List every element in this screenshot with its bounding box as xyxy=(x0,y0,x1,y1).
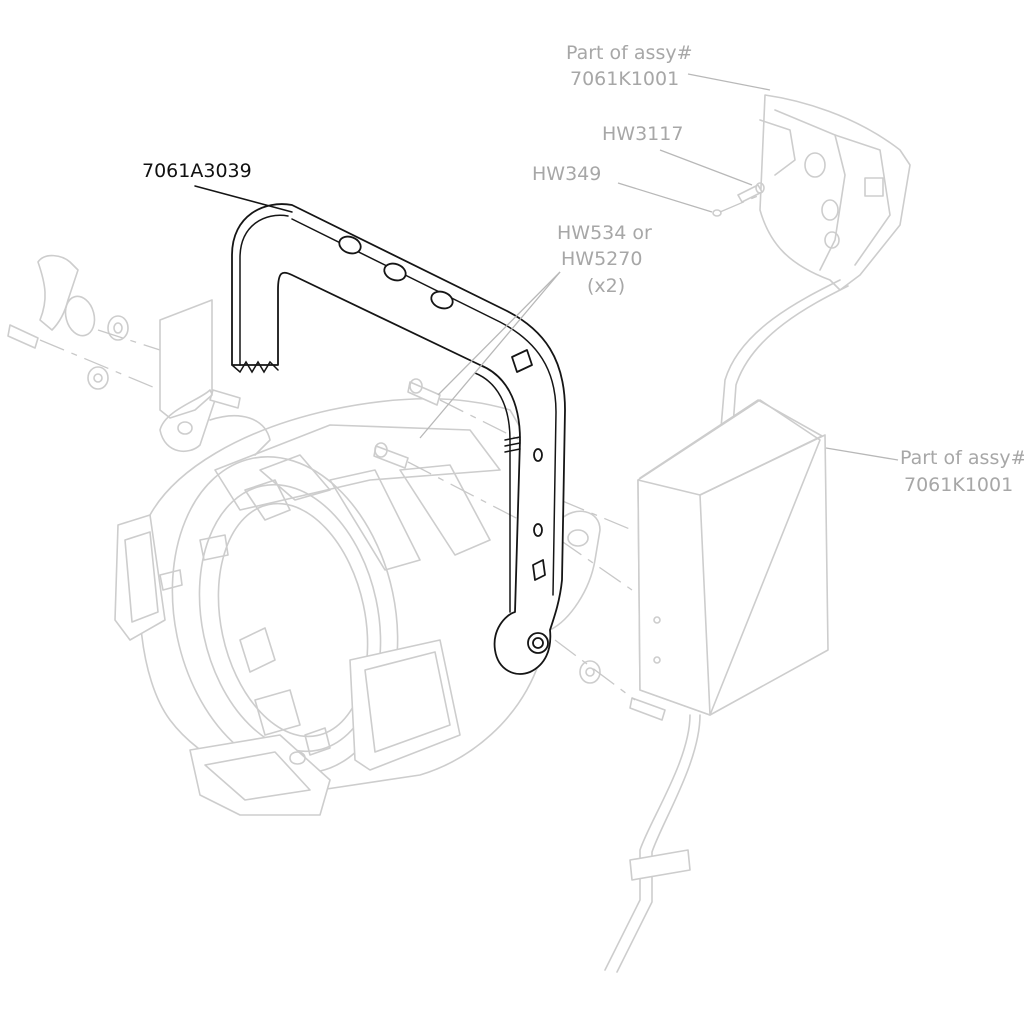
yoke-bolts xyxy=(373,378,521,521)
callout-ignitor-line-1: Part of assy# xyxy=(566,42,693,64)
callout-hw534: HW534 or HW5270 (x2) xyxy=(419,222,652,439)
callout-hw3117: HW3117 xyxy=(602,123,753,186)
callout-hw3117-text: HW3117 xyxy=(602,123,683,145)
callout-ballast-line-1: Part of assy# xyxy=(900,447,1024,469)
yoke-part-7061A3039 xyxy=(231,203,566,675)
callout-hw349: HW349 xyxy=(532,163,713,213)
callout-hw349-text: HW349 xyxy=(532,163,601,185)
callout-hw534-line-1: HW534 or xyxy=(557,222,652,244)
fixture-body xyxy=(114,389,601,816)
main-part-number: 7061A3039 xyxy=(142,160,252,182)
callout-ignitor-assy: Part of assy# 7061K1001 xyxy=(566,42,771,91)
callout-hw534-line-2: HW5270 xyxy=(561,248,642,270)
knob-hardware xyxy=(7,254,241,419)
ignitor-assembly xyxy=(719,94,911,441)
ballast-box xyxy=(554,399,829,973)
callout-main-part: 7061A3039 xyxy=(142,160,293,213)
small-screw-hardware xyxy=(712,182,765,217)
callout-ballast-assy: Part of assy# 7061K1001 xyxy=(825,447,1024,496)
callout-ignitor-line-2: 7061K1001 xyxy=(570,68,679,90)
callout-ballast-line-2: 7061K1001 xyxy=(904,474,1013,496)
callout-hw534-line-3: (x2) xyxy=(587,275,625,297)
